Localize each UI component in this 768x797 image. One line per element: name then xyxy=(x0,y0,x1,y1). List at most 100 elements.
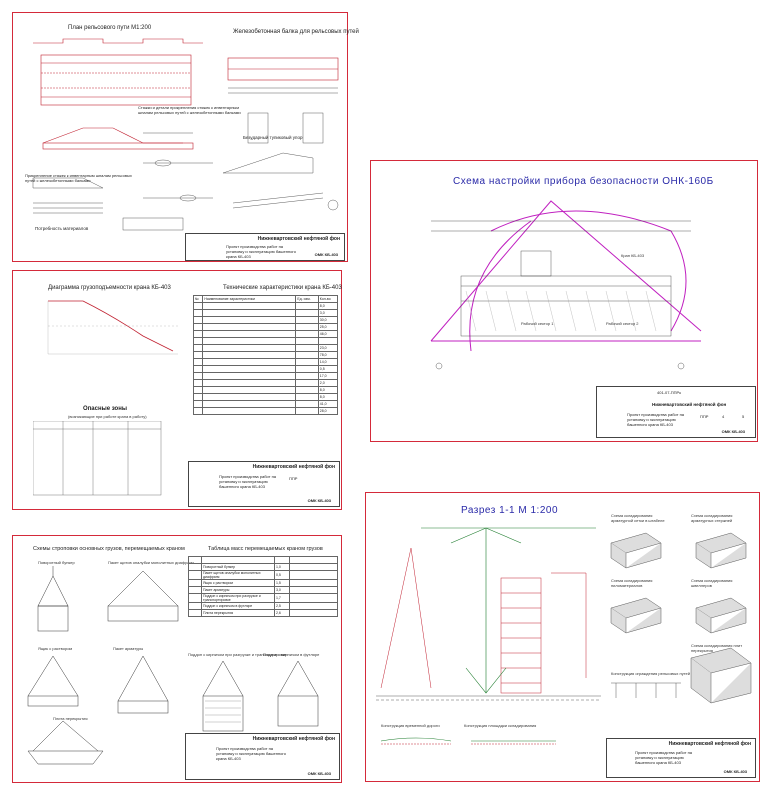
safety-title: Схема настройки прибора безопасности ОНК… xyxy=(453,176,714,187)
org-name: Нижневартовский нефтяной фон xyxy=(652,402,727,407)
beams-title: Железобетонная балка для рельсовых путей xyxy=(233,29,359,35)
mass-value: 0,5 xyxy=(274,570,290,580)
title-block: Нижневартовский нефтяной фон Проект прои… xyxy=(185,233,345,261)
title-block: 401-07-ППРк Нижневартовский нефтяной фон… xyxy=(596,386,756,438)
mass-item: Поворотный бункер xyxy=(201,563,275,571)
capacity-diagram xyxy=(47,300,178,355)
slinging-schemes-drawing xyxy=(27,566,319,765)
zone2-label: Рабочий сектор 2 xyxy=(606,321,639,326)
mass-item: Пакет арматуры xyxy=(201,586,275,594)
project-name: Проект производства работ на установку и… xyxy=(219,474,277,489)
stage: ППР xyxy=(700,414,709,419)
load-label: Пакет арматуры xyxy=(113,646,144,651)
drawing-sheet-section: Разрез 1-1 М 1:200 Конструкция временной… xyxy=(365,492,760,782)
sheets-total: 5 xyxy=(742,414,745,419)
road1-label: Конструкция временной дороги xyxy=(381,723,440,728)
materials-title: Потребность материалов xyxy=(35,226,89,231)
scheme2-label: Схема складирования арматурных стержней xyxy=(691,513,733,523)
specs-col-unit: Ед. изм. xyxy=(295,295,319,303)
specs-value: 46,0 xyxy=(317,330,339,338)
scheme5-label: Схема складирования плит перекрытия xyxy=(691,643,743,653)
specs-col-name: Наименование характеристики xyxy=(202,295,297,303)
specs-col-no: № xyxy=(192,295,204,303)
opasnye-title: Опасные зоны xyxy=(83,406,127,412)
load-label: Ящик с раствором xyxy=(38,646,73,651)
specs-value: 30,0 xyxy=(317,316,339,324)
drawing-code: ОМК КБ-403 xyxy=(307,771,331,776)
drawing-sheet-safety-device: Схема настройки прибора безопасности ОНК… xyxy=(370,160,758,442)
specs-value: 8,0 xyxy=(317,302,339,310)
load-label: Поворотный бункер xyxy=(38,560,75,565)
crane-section-drawing xyxy=(376,527,601,701)
specs-value: 8,0 xyxy=(317,386,339,394)
specs-value: 0,5 xyxy=(317,365,339,373)
drawing-code: ОМК КБ-403 xyxy=(307,498,331,503)
scheme4-label: Схема складирования швеллеров xyxy=(691,578,733,588)
org-name: Нижневартовский нефтяной фон xyxy=(257,236,340,242)
title-block: Нижневартовский нефтяной фон Проект прои… xyxy=(185,733,340,780)
title-block: Нижневартовский нефтяной фон Проект прои… xyxy=(188,461,340,507)
sheet-no: 4 xyxy=(722,414,725,419)
schemes-title: Схемы строповки основных грузов, перемещ… xyxy=(33,546,185,552)
opasnye-subtitle: (возникающие при работе крана в работу) xyxy=(68,414,147,419)
specs-value: 28,0 xyxy=(317,407,339,415)
specs-title: Технические характеристики крана КБ-403 xyxy=(223,285,342,291)
diagram-title: Диаграмма грузоподъемности крана КБ-403 xyxy=(48,285,171,291)
masses-title: Таблица масс перемещаемых краном грузов xyxy=(208,546,323,552)
specs-value: 23,0 xyxy=(317,344,339,352)
mass-value: 3,0 xyxy=(274,586,290,594)
drawing-sheet-slinging: Схемы строповки основных грузов, перемещ… xyxy=(12,535,342,783)
road-sections xyxy=(380,737,556,745)
specs-value: 78,0 xyxy=(317,351,339,359)
tupik-title: Безударный тупиковый упор xyxy=(243,135,303,140)
stamp-code: 401-07-ППРк xyxy=(657,390,681,395)
org-name: Нижневартовский нефтяной фон xyxy=(668,741,751,747)
drawing-sheet-rail-track: План рельсового пути М1:200 Железобетонн… xyxy=(12,12,359,262)
slings-title: Стяжки и детали прикрепления стяжек к ин… xyxy=(138,105,241,115)
mass-item: Плита перекрытия xyxy=(201,609,275,617)
project-name: Проект производства работ на установку и… xyxy=(216,746,286,761)
opasnye-table xyxy=(33,421,162,496)
org-name: Нижневартовский нефтяной фон xyxy=(252,464,335,470)
specs-value: 41,0 xyxy=(317,400,339,408)
road2-label: Конструкция площадки складирования xyxy=(464,723,537,728)
crane-label: Кран КБ-403 xyxy=(621,253,645,258)
mass-item: Поддон с кирпичом при разгрузке и трансп… xyxy=(201,593,275,603)
rails-label: Конструкция ограждения рельсовых путей xyxy=(611,671,690,676)
scheme3-label: Схема складирования пиломатериалов xyxy=(611,578,653,588)
load-label: Плита перекрытия xyxy=(53,716,88,721)
storage-schemes-drawing xyxy=(610,532,752,704)
zone1-label: Рабочий сектор 1 xyxy=(521,321,554,326)
drawing-code: ОМК КБ-403 xyxy=(723,769,747,774)
mass-value: 1,5 xyxy=(274,579,290,587)
load-label: Пакет щитов опалубки монолитных диафрагм xyxy=(108,560,194,565)
prikrep-title: Прикрепление стяжек к инвентарным шпалам… xyxy=(25,173,132,183)
project-name: Проект производства работ на установку и… xyxy=(635,750,693,765)
mass-item: Ящик с раствором xyxy=(201,579,275,587)
drawing-code: ОМК КБ-403 xyxy=(721,429,745,434)
project-name: Проект производства работ на установку и… xyxy=(226,244,296,259)
drawing-sheet-crane-specs: Диаграмма грузоподъемности крана КБ-403 … xyxy=(12,270,342,510)
specs-value: 3,0 xyxy=(317,309,339,317)
specs-col-qty: Кол-во xyxy=(317,295,339,303)
specs-value: 2,0 xyxy=(317,379,339,387)
specs-value: 17,0 xyxy=(317,372,339,380)
mass-value: 1,0 xyxy=(274,563,290,571)
specs-value xyxy=(317,337,339,345)
rail-plan-drawing xyxy=(32,38,339,231)
load-label: Поддон с кирпичом в футляре xyxy=(263,652,320,657)
specs-value: 25,0 xyxy=(317,323,339,331)
plan-title: План рельсового пути М1:200 xyxy=(68,25,152,31)
stage: ППР xyxy=(289,476,298,481)
project-name: Проект производства работ на установку и… xyxy=(627,412,685,427)
mass-item: Пакет щитов опалубки монолитных диафрагм xyxy=(201,570,275,580)
org-name: Нижневартовский нефтяной фон xyxy=(252,736,335,742)
mass-value: 2,6 xyxy=(274,609,290,617)
specs-table: № Наименование характеристики Ед. изм. К… xyxy=(192,295,339,415)
load-label: Поддон с кирпичом при разгрузке и трансп… xyxy=(188,652,287,657)
title-block: Нижневартовский нефтяной фон Проект прои… xyxy=(606,738,756,778)
mass-value: 2,5 xyxy=(274,602,290,610)
drawing-code: ОМК КБ-403 xyxy=(314,252,338,257)
section-title: Разрез 1-1 М 1:200 xyxy=(461,505,559,516)
